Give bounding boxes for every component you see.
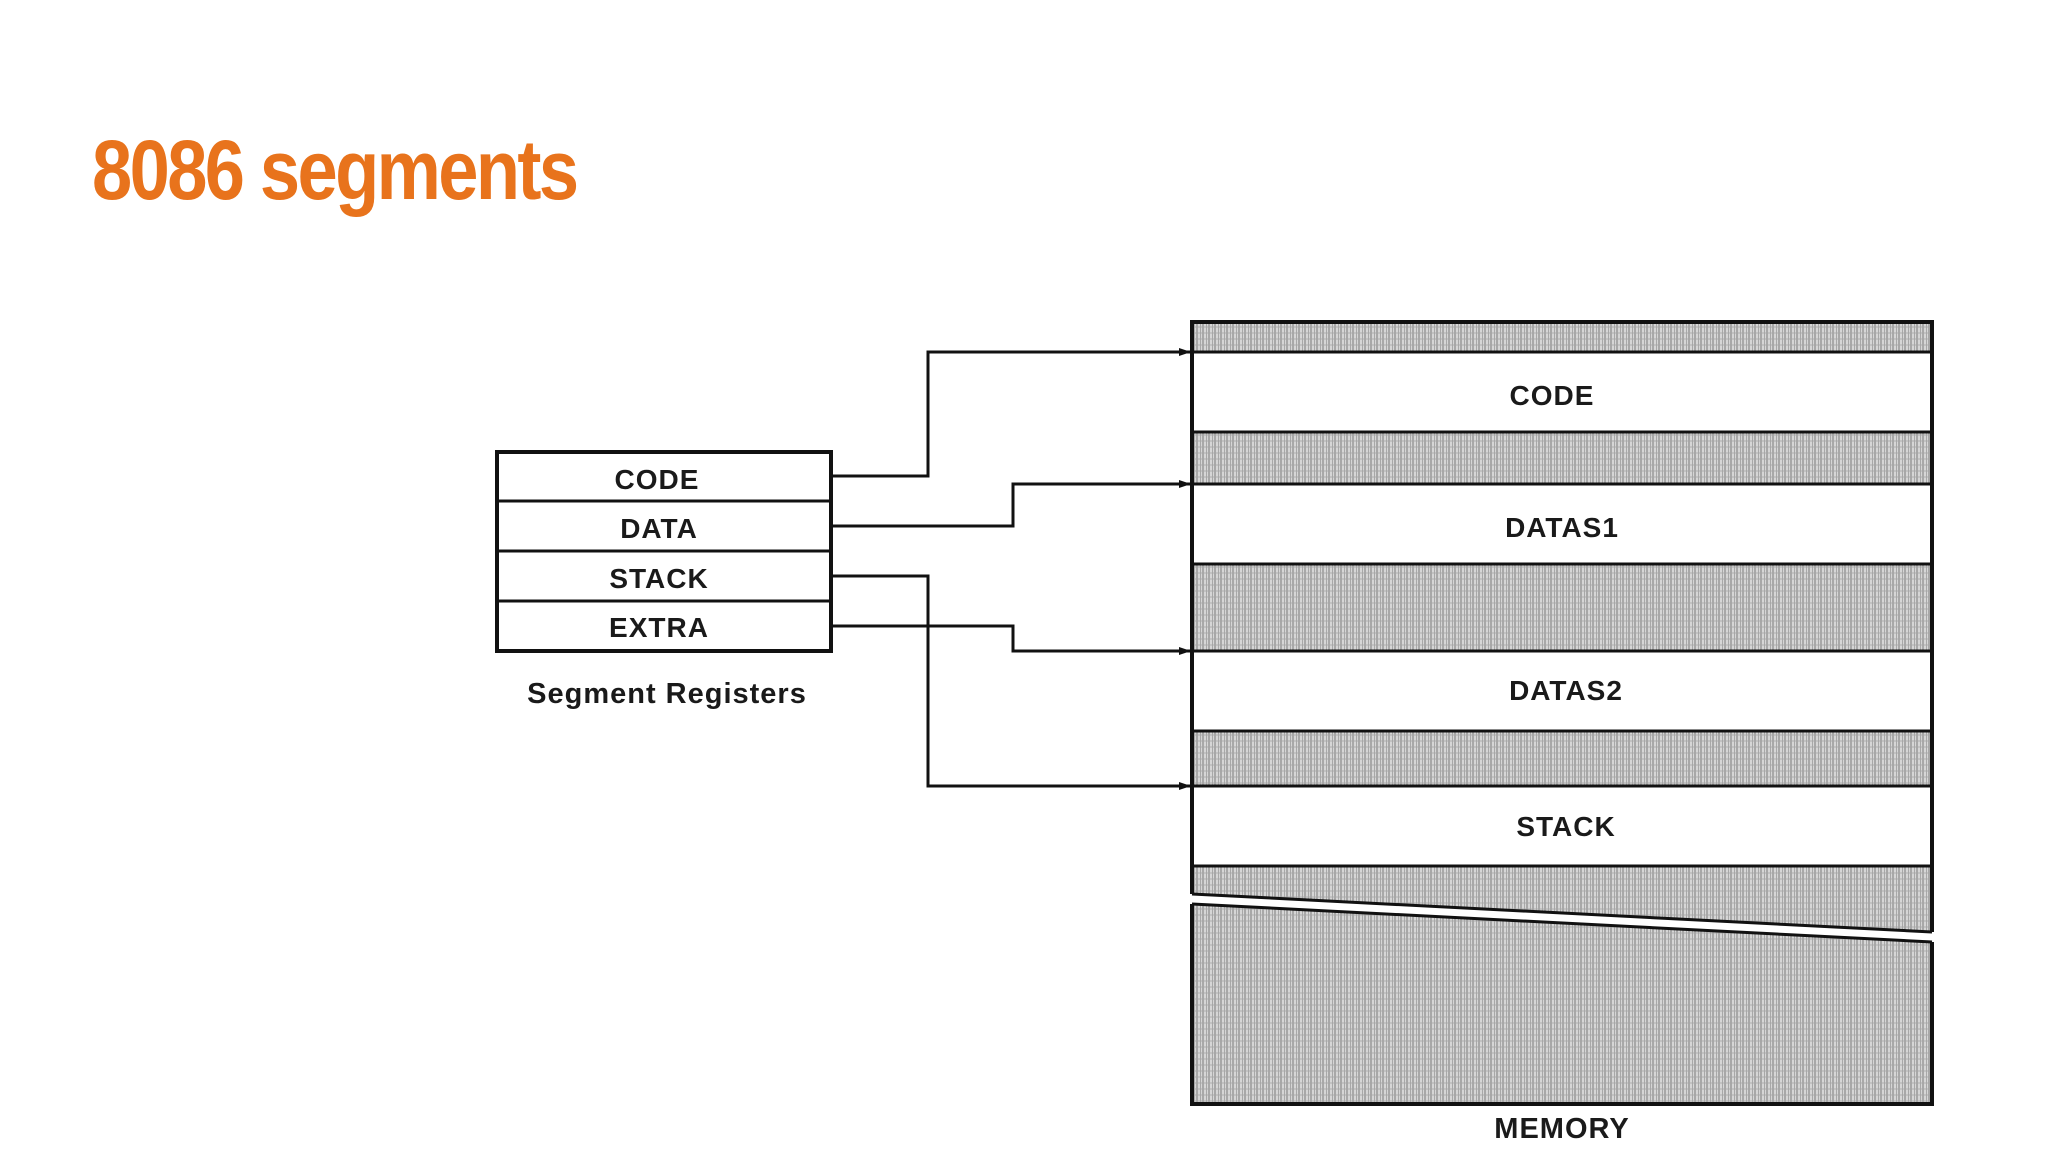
memory-hatch-below-stack — [1192, 866, 1932, 932]
memory-block: CODE DATAS1 DATAS2 STACK MEMORY — [1190, 320, 1934, 1145]
memory-outline-lower — [1190, 904, 1934, 1106]
memory-break-line — [1191, 902, 1933, 944]
memory-stack-label: STACK — [1516, 811, 1615, 842]
slide-title: 8086 segments — [92, 123, 579, 217]
memory-hatch-bottom — [1192, 904, 1932, 1104]
memory-break-line — [1191, 892, 1933, 934]
memory-segment-datas1 — [1192, 484, 1932, 564]
data-pointer-arrow — [831, 480, 1191, 528]
register-data-label: DATA — [620, 513, 698, 544]
extra-pointer-arrow — [831, 624, 1191, 655]
stack-pointer-arrow — [831, 574, 1191, 790]
register-extra-label: EXTRA — [609, 612, 709, 643]
memory-outline-upper — [1190, 320, 1934, 932]
code-pointer-arrow — [831, 348, 1191, 478]
memory-hatch-gap — [1192, 731, 1932, 786]
memory-datas1-label: DATAS1 — [1505, 512, 1619, 543]
memory-datas2-label: DATAS2 — [1509, 675, 1623, 706]
register-stack-label: STACK — [609, 563, 708, 594]
memory-segment-stack — [1192, 786, 1932, 866]
memory-code-label: CODE — [1510, 380, 1595, 411]
memory-hatch-top — [1192, 322, 1932, 352]
memory-caption: MEMORY — [1494, 1113, 1629, 1145]
memory-hatch-gap — [1192, 564, 1932, 651]
segment-registers: CODE DATA STACK EXTRA Segment Registers — [495, 450, 833, 710]
connector-arrows — [831, 348, 1191, 790]
memory-segment-code — [1192, 352, 1932, 432]
segment-registers-caption: Segment Registers — [527, 678, 807, 710]
register-code-label: CODE — [615, 464, 700, 495]
memory-segment-datas2 — [1192, 651, 1932, 731]
memory-hatch-gap — [1192, 432, 1932, 484]
